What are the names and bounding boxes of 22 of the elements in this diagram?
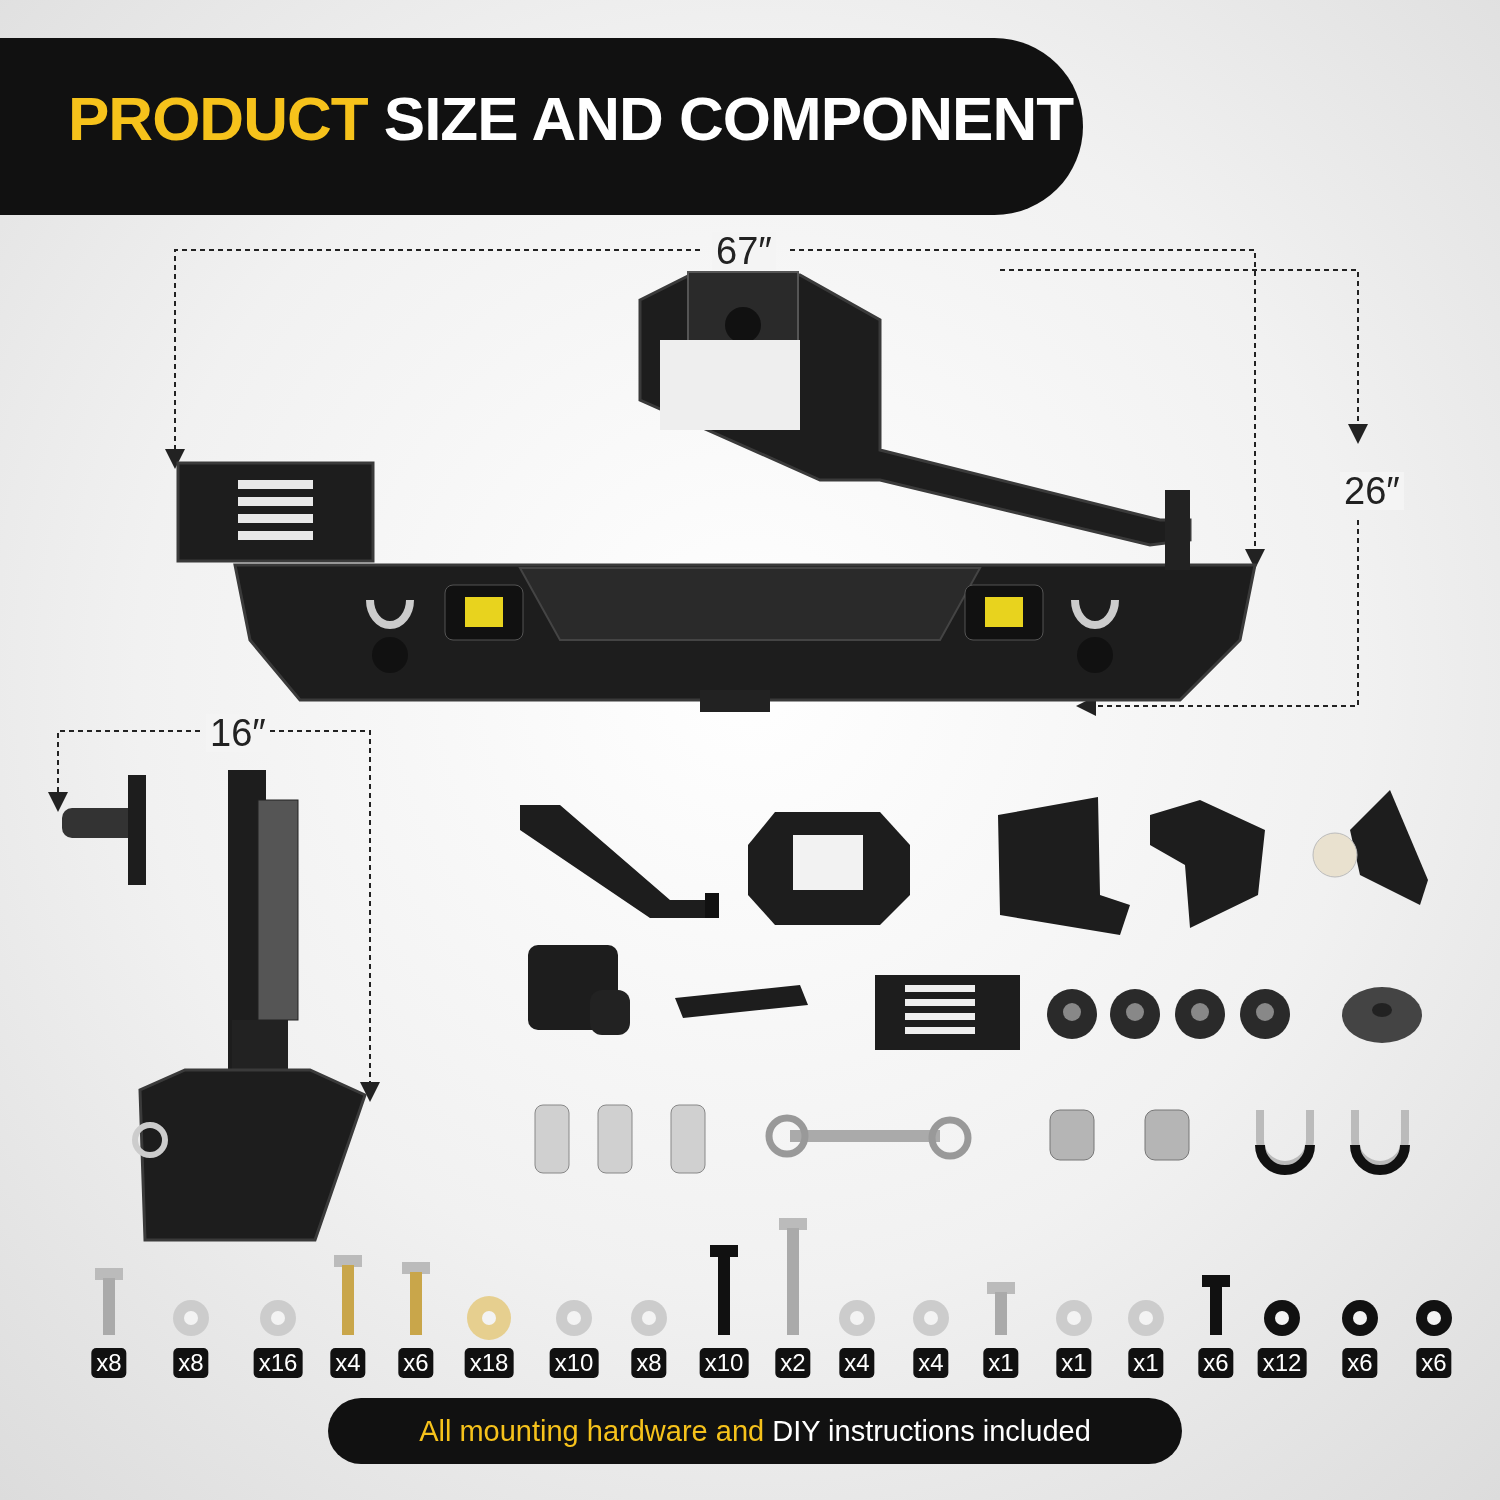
quantity-label: x8 — [91, 1348, 127, 1378]
quantity-label: x4 — [330, 1348, 366, 1378]
quantity-label: x6 — [1416, 1348, 1452, 1378]
quantity-label: x1 — [1056, 1348, 1092, 1378]
quantity-label: x1 — [1128, 1348, 1164, 1378]
quantity-label: x8 — [631, 1348, 667, 1378]
quantity-label: x4 — [913, 1348, 949, 1378]
quantity-label: x10 — [549, 1348, 599, 1378]
quantity-label: x10 — [699, 1348, 749, 1378]
quantity-label: x6 — [398, 1348, 434, 1378]
quantity-label: x1 — [983, 1348, 1019, 1378]
quantity-label: x6 — [1342, 1348, 1378, 1378]
quantity-label: x12 — [1257, 1348, 1307, 1378]
caption-banner: All mounting hardware and DIY instructions included — [328, 1398, 1182, 1464]
quantity-label: x16 — [253, 1348, 303, 1378]
quantity-label: x18 — [464, 1348, 514, 1378]
quantity-label: x6 — [1198, 1348, 1234, 1378]
quantity-label: x4 — [839, 1348, 875, 1378]
title: PRODUCT SIZE AND COMPONENT — [68, 83, 1074, 155]
dimension-label: 26″ — [1340, 472, 1404, 510]
quantity-label: x2 — [775, 1348, 811, 1378]
quantity-label: x8 — [173, 1348, 209, 1378]
